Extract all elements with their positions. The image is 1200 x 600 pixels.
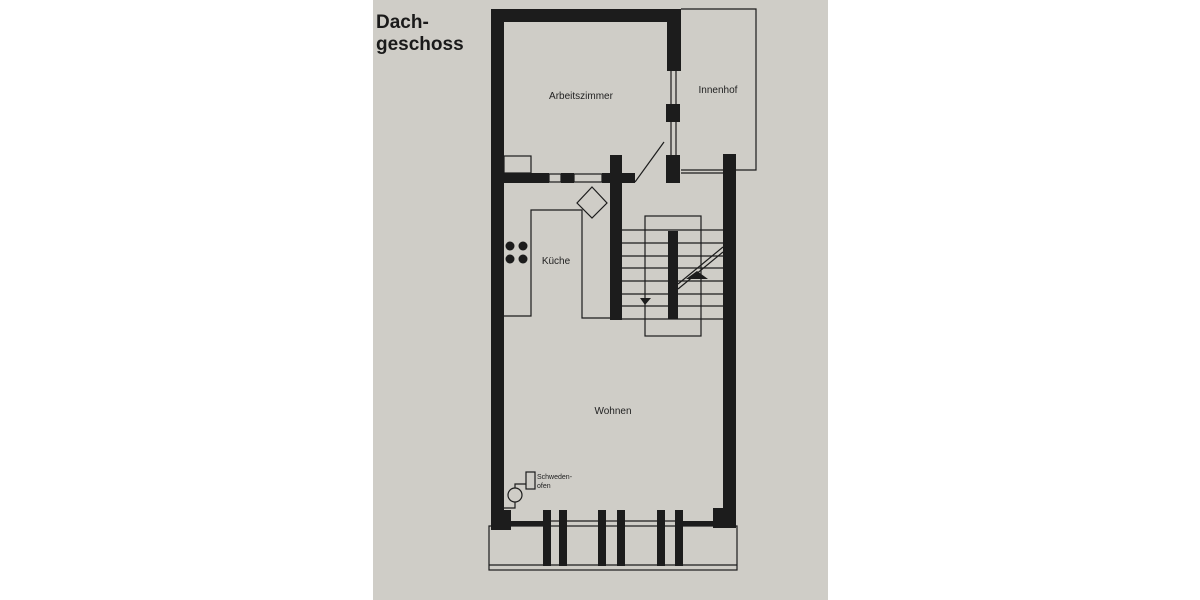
floor-title-line1: Dach- bbox=[376, 12, 429, 33]
walls bbox=[491, 9, 736, 566]
label-schwedenofen-line2: ofen bbox=[537, 483, 551, 490]
floor-plan-sheet bbox=[373, 0, 828, 600]
cooktop-burners bbox=[505, 241, 528, 264]
floor-title-line2: geschoss bbox=[376, 34, 464, 55]
stair-up-arrow-icon bbox=[686, 271, 708, 279]
floor-title: Dach- geschoss bbox=[376, 12, 464, 56]
room-label-kueche: Küche bbox=[542, 256, 571, 267]
room-label-arbeitszimmer: Arbeitszimmer bbox=[549, 91, 614, 102]
label-schwedenofen-line1: Schweden- bbox=[537, 474, 573, 481]
room-label-innenhof: Innenhof bbox=[699, 85, 738, 96]
room-label-wohnen: Wohnen bbox=[594, 406, 631, 417]
stair-arrows bbox=[640, 271, 708, 305]
stair-down-arrow-icon bbox=[640, 298, 651, 305]
